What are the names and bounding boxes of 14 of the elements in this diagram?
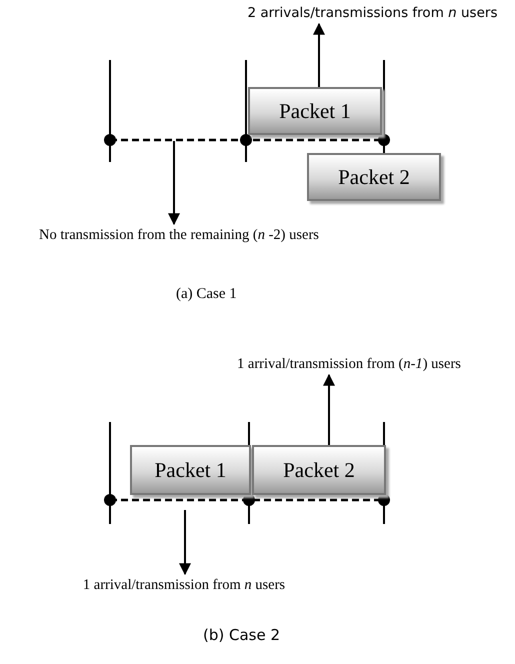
annotation-text: 2 arrivals/transmissions from n users [248,5,498,21]
packet-box: Packet 2 [307,153,441,201]
figure-caption: (b) Case 2 [203,626,280,644]
annotation-text: 1 arrival/transmission from (n-1) users [237,356,461,372]
annotation-text: 1 arrival/transmission from n users [82,576,286,594]
arrow [323,374,335,445]
packet-box: Packet 1 [248,87,382,135]
packet-box: Packet 1 [130,445,251,495]
arrow [168,141,180,226]
annotation-text: No transmission from the remaining (n -2) users [39,226,319,244]
arrow [179,510,191,576]
packet-box: Packet 2 [252,445,386,495]
arrow [313,22,325,87]
figure-caption: (a) Case 1 [176,286,237,303]
